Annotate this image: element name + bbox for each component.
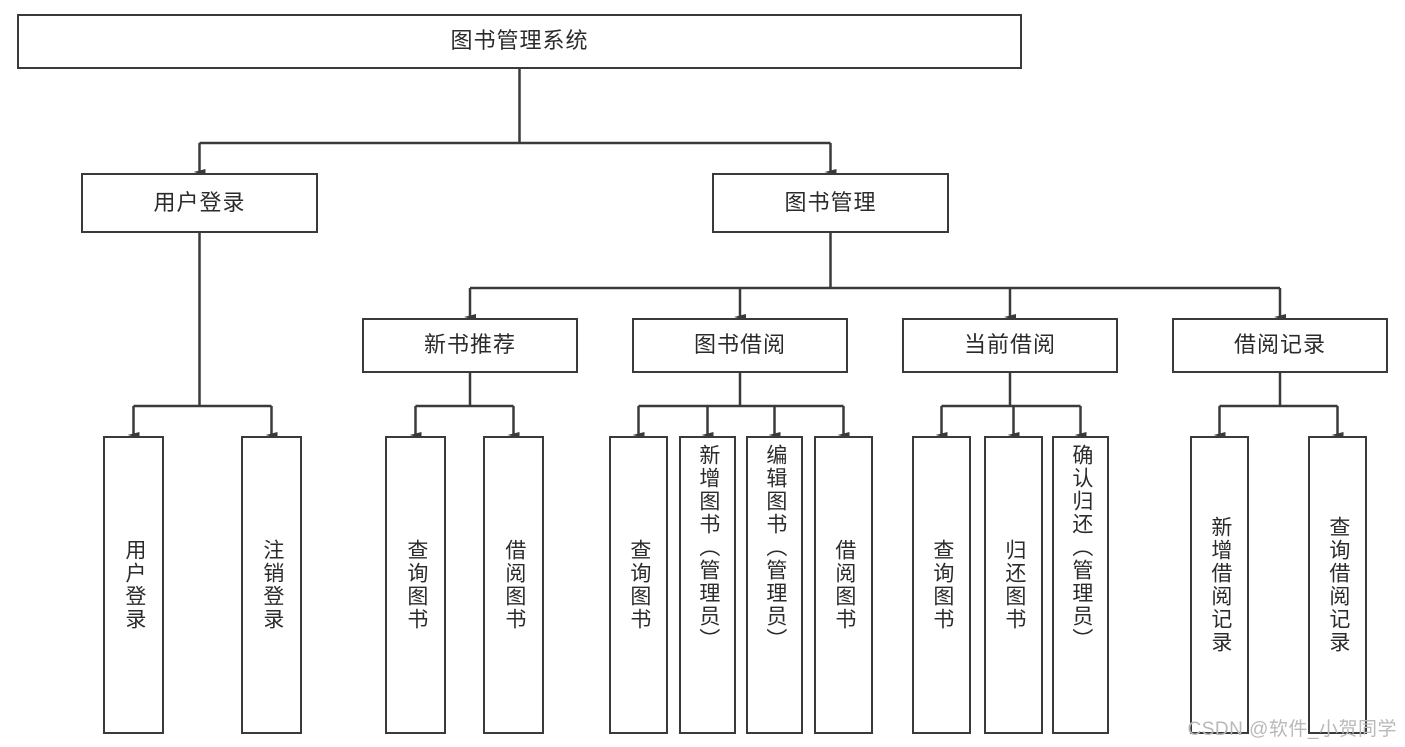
leaf-query-book-2-label: 查询图书: [627, 539, 651, 631]
node-borrow-record-label: 借阅记录: [1233, 332, 1326, 358]
node-book-borrow-label: 图书借阅: [693, 332, 786, 358]
leaf-add-book[interactable]: 新增图书（管理员）: [679, 436, 736, 734]
node-current-borrow[interactable]: 当前借阅: [902, 318, 1118, 373]
node-new-book-rec-label: 新书推荐: [423, 332, 516, 358]
leaf-add-record[interactable]: 新增借阅记录: [1190, 436, 1249, 734]
node-borrow-record[interactable]: 借阅记录: [1172, 318, 1388, 373]
node-user-login-label: 用户登录: [153, 189, 246, 215]
node-book-borrow[interactable]: 图书借阅: [632, 318, 848, 373]
node-book-manage-label: 图书管理: [784, 189, 877, 215]
leaf-user-login[interactable]: 用户登录: [103, 436, 164, 734]
leaf-query-book-3-label: 查询图书: [930, 539, 954, 631]
leaf-confirm-return[interactable]: 确认归还（管理员）: [1052, 436, 1109, 734]
leaf-borrow-book-2-label: 借阅图书: [832, 539, 856, 631]
leaf-borrow-book-1-label: 借阅图书: [502, 539, 526, 631]
leaf-add-record-label: 新增借阅记录: [1208, 516, 1232, 654]
leaf-user-logout-label: 注销登录: [260, 539, 284, 631]
leaf-user-login-label: 用户登录: [122, 539, 146, 631]
leaf-user-logout[interactable]: 注销登录: [241, 436, 302, 734]
leaf-borrow-book-2[interactable]: 借阅图书: [814, 436, 873, 734]
node-current-borrow-label: 当前借阅: [963, 332, 1056, 358]
leaf-borrow-book-1[interactable]: 借阅图书: [483, 436, 544, 734]
leaf-return-book[interactable]: 归还图书: [984, 436, 1043, 734]
node-user-login[interactable]: 用户登录: [81, 173, 318, 233]
leaf-confirm-return-label: 确认归还（管理员）: [1069, 444, 1093, 651]
node-book-manage[interactable]: 图书管理: [712, 173, 949, 233]
leaf-query-book-1-label: 查询图书: [404, 539, 428, 631]
leaf-return-book-label: 归还图书: [1002, 539, 1026, 631]
leaf-query-book-2[interactable]: 查询图书: [609, 436, 668, 734]
leaf-edit-book-label: 编辑图书（管理员）: [763, 444, 787, 651]
node-root[interactable]: 图书管理系统: [17, 14, 1022, 69]
node-new-book-rec[interactable]: 新书推荐: [362, 318, 578, 373]
leaf-query-book-3[interactable]: 查询图书: [912, 436, 971, 734]
leaf-query-book-1[interactable]: 查询图书: [385, 436, 446, 734]
leaf-query-record-label: 查询借阅记录: [1326, 516, 1350, 654]
node-root-label: 图书管理系统: [450, 28, 589, 54]
leaf-add-book-label: 新增图书（管理员）: [696, 444, 720, 651]
leaf-edit-book[interactable]: 编辑图书（管理员）: [746, 436, 803, 734]
leaf-query-record[interactable]: 查询借阅记录: [1308, 436, 1367, 734]
